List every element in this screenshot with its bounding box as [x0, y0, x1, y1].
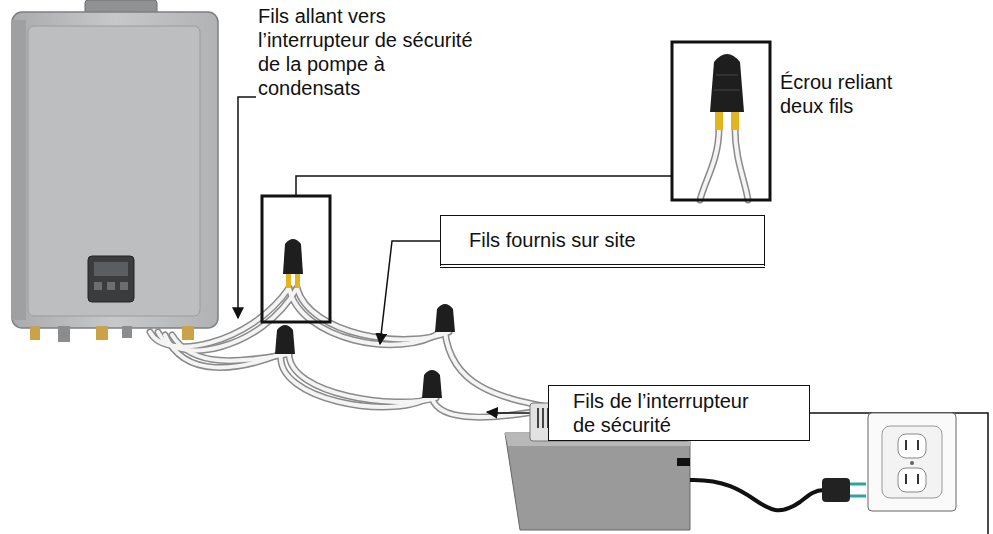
wire-nut [435, 304, 455, 332]
power-cord [690, 480, 824, 510]
outlet-plate [868, 413, 956, 511]
label-box: Fils de l’interrupteur de sécurité [548, 385, 810, 441]
leader-line [238, 97, 256, 318]
wire [289, 354, 436, 402]
power-plug [822, 478, 850, 502]
wire-tip [286, 274, 291, 288]
control-button [120, 282, 128, 290]
wire [445, 332, 552, 408]
callout-label: Fils allant vers l’interrupteur de sécur… [258, 4, 483, 100]
wire-nut [422, 370, 442, 398]
wire [700, 128, 719, 200]
heater-body [12, 12, 218, 328]
water-heater [12, 0, 218, 342]
nut-ridge [714, 75, 740, 90]
wire [297, 288, 449, 339]
wire-nuts [275, 239, 455, 398]
callout-label: Écrou reliant deux fils [780, 70, 920, 118]
outlet-screw [910, 461, 914, 465]
wire-fill [150, 128, 748, 417]
wire-tip [731, 112, 739, 130]
control-panel [88, 256, 134, 302]
receptacle [898, 434, 926, 458]
plug-prongs [850, 484, 866, 496]
pipe-fitting [30, 326, 40, 340]
box-text: Fils de l’interrupteur de sécurité [573, 389, 773, 437]
heater-side [12, 20, 26, 320]
wire [289, 354, 436, 402]
wire-tip [295, 274, 300, 288]
wire-tip [715, 112, 723, 130]
pump-switch [677, 458, 690, 466]
pump-base [505, 433, 690, 530]
box-text: Fils fournis sur site [469, 228, 636, 252]
control-button [94, 282, 102, 290]
outlet-face [882, 426, 942, 498]
wire [735, 128, 748, 200]
bracket-line [810, 413, 988, 534]
wire-nut [283, 239, 303, 274]
inset-frame [672, 42, 770, 200]
leader-lines [238, 97, 988, 534]
highlight-frame [262, 196, 330, 322]
wire [165, 335, 281, 368]
control-display [94, 262, 128, 276]
control-button [107, 282, 115, 290]
pipe-fitting [122, 326, 132, 338]
wire [700, 128, 719, 200]
pipe-fitting [96, 326, 108, 340]
leader-line [296, 176, 672, 196]
wire [735, 128, 748, 200]
pipe-fitting [58, 326, 70, 342]
wire-nut [275, 325, 295, 354]
wall-outlet [868, 413, 956, 511]
wire [150, 288, 289, 347]
label-box: Fils fournis sur site [440, 215, 765, 268]
wire [172, 335, 289, 361]
receptacle [898, 468, 926, 492]
pipe-fitting [182, 326, 194, 340]
leader-line [380, 241, 440, 344]
receptacle-slots [906, 440, 918, 484]
wire-nut [710, 54, 744, 112]
wire-outline [150, 128, 748, 417]
heater-front [28, 26, 200, 316]
wire [445, 332, 552, 408]
wire [297, 288, 449, 339]
